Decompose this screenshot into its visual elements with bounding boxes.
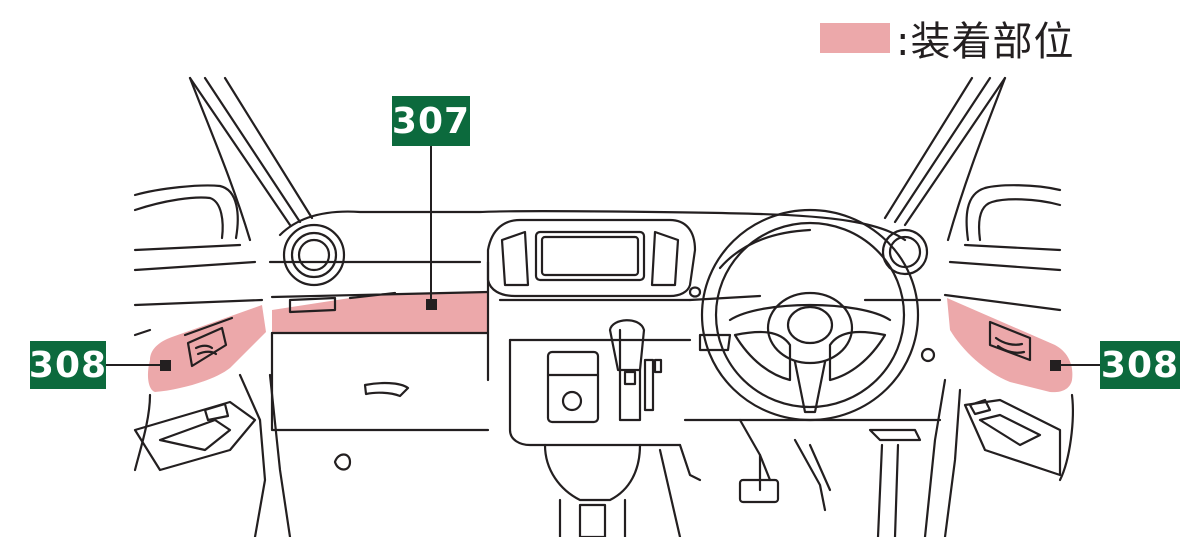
callout-308-right: 308 [1100,341,1180,389]
legend: :装着部位 [820,8,1074,68]
lower-left-clip [335,455,350,470]
legend-label: :装着部位 [896,9,1074,67]
marker-308-right [1050,360,1061,371]
pedals [660,420,920,537]
callout-308-left: 308 [30,341,106,389]
steering-wheel [702,210,918,420]
legend-swatch [820,23,890,53]
left-air-vent [284,225,344,285]
center-console [488,220,695,537]
marker-307 [426,299,437,310]
callout-307: 307 [392,96,470,146]
hazard-button [690,288,700,297]
left-door-highlight [148,305,266,392]
right-knob [922,349,934,361]
marker-308-left [160,360,171,371]
